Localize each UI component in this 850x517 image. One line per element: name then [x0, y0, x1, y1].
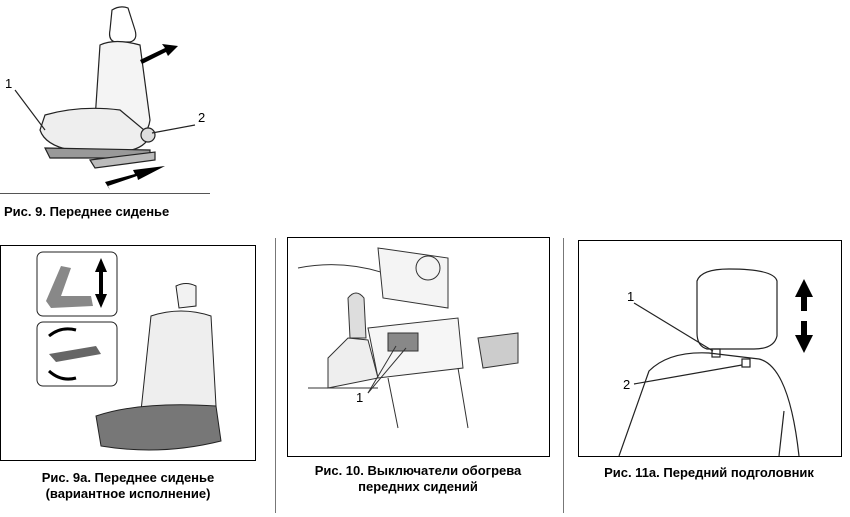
figure-10-caption: Рис. 10. Выключатели обогрева передних с…: [287, 463, 549, 495]
headrest-illustration: 1 2: [618, 268, 813, 456]
column-divider: [563, 238, 564, 513]
label-1: 1: [356, 390, 363, 405]
label-2: 2: [198, 110, 205, 125]
figure-9a-frame: [0, 245, 256, 461]
caption-line-2: передних сидений: [358, 479, 478, 494]
alternative-seat-illustration: [36, 251, 222, 451]
column-divider: [275, 238, 276, 513]
front-seat-illustration: 1 2: [5, 6, 205, 190]
figure-9: 1 2 Рис. 9. Переднее сиденье: [0, 0, 212, 225]
figure-11a-caption: Рис. 11а. Передний подголовник: [604, 465, 814, 480]
figure-10-frame: 1: [287, 237, 550, 457]
caption-line-1: Рис. 10. Выключатели обогрева: [314, 463, 522, 478]
figure-caption: Рис. 9. Переднее сиденье: [4, 204, 170, 219]
label-1: 1: [5, 76, 12, 91]
figure-divider: [0, 193, 210, 194]
caption-line-1: Рис. 9а. Переднее сиденье: [41, 470, 215, 485]
seat-heating-switches-illustration: 1: [297, 247, 519, 429]
figure-11a-frame: 1 2: [578, 240, 842, 457]
label-2: 2: [623, 377, 630, 392]
caption-line-2: (вариантное исполнение): [45, 486, 211, 501]
label-1: 1: [627, 289, 634, 304]
figure-9a-caption: Рис. 9а. Переднее сиденье (вариантное ис…: [0, 470, 256, 502]
